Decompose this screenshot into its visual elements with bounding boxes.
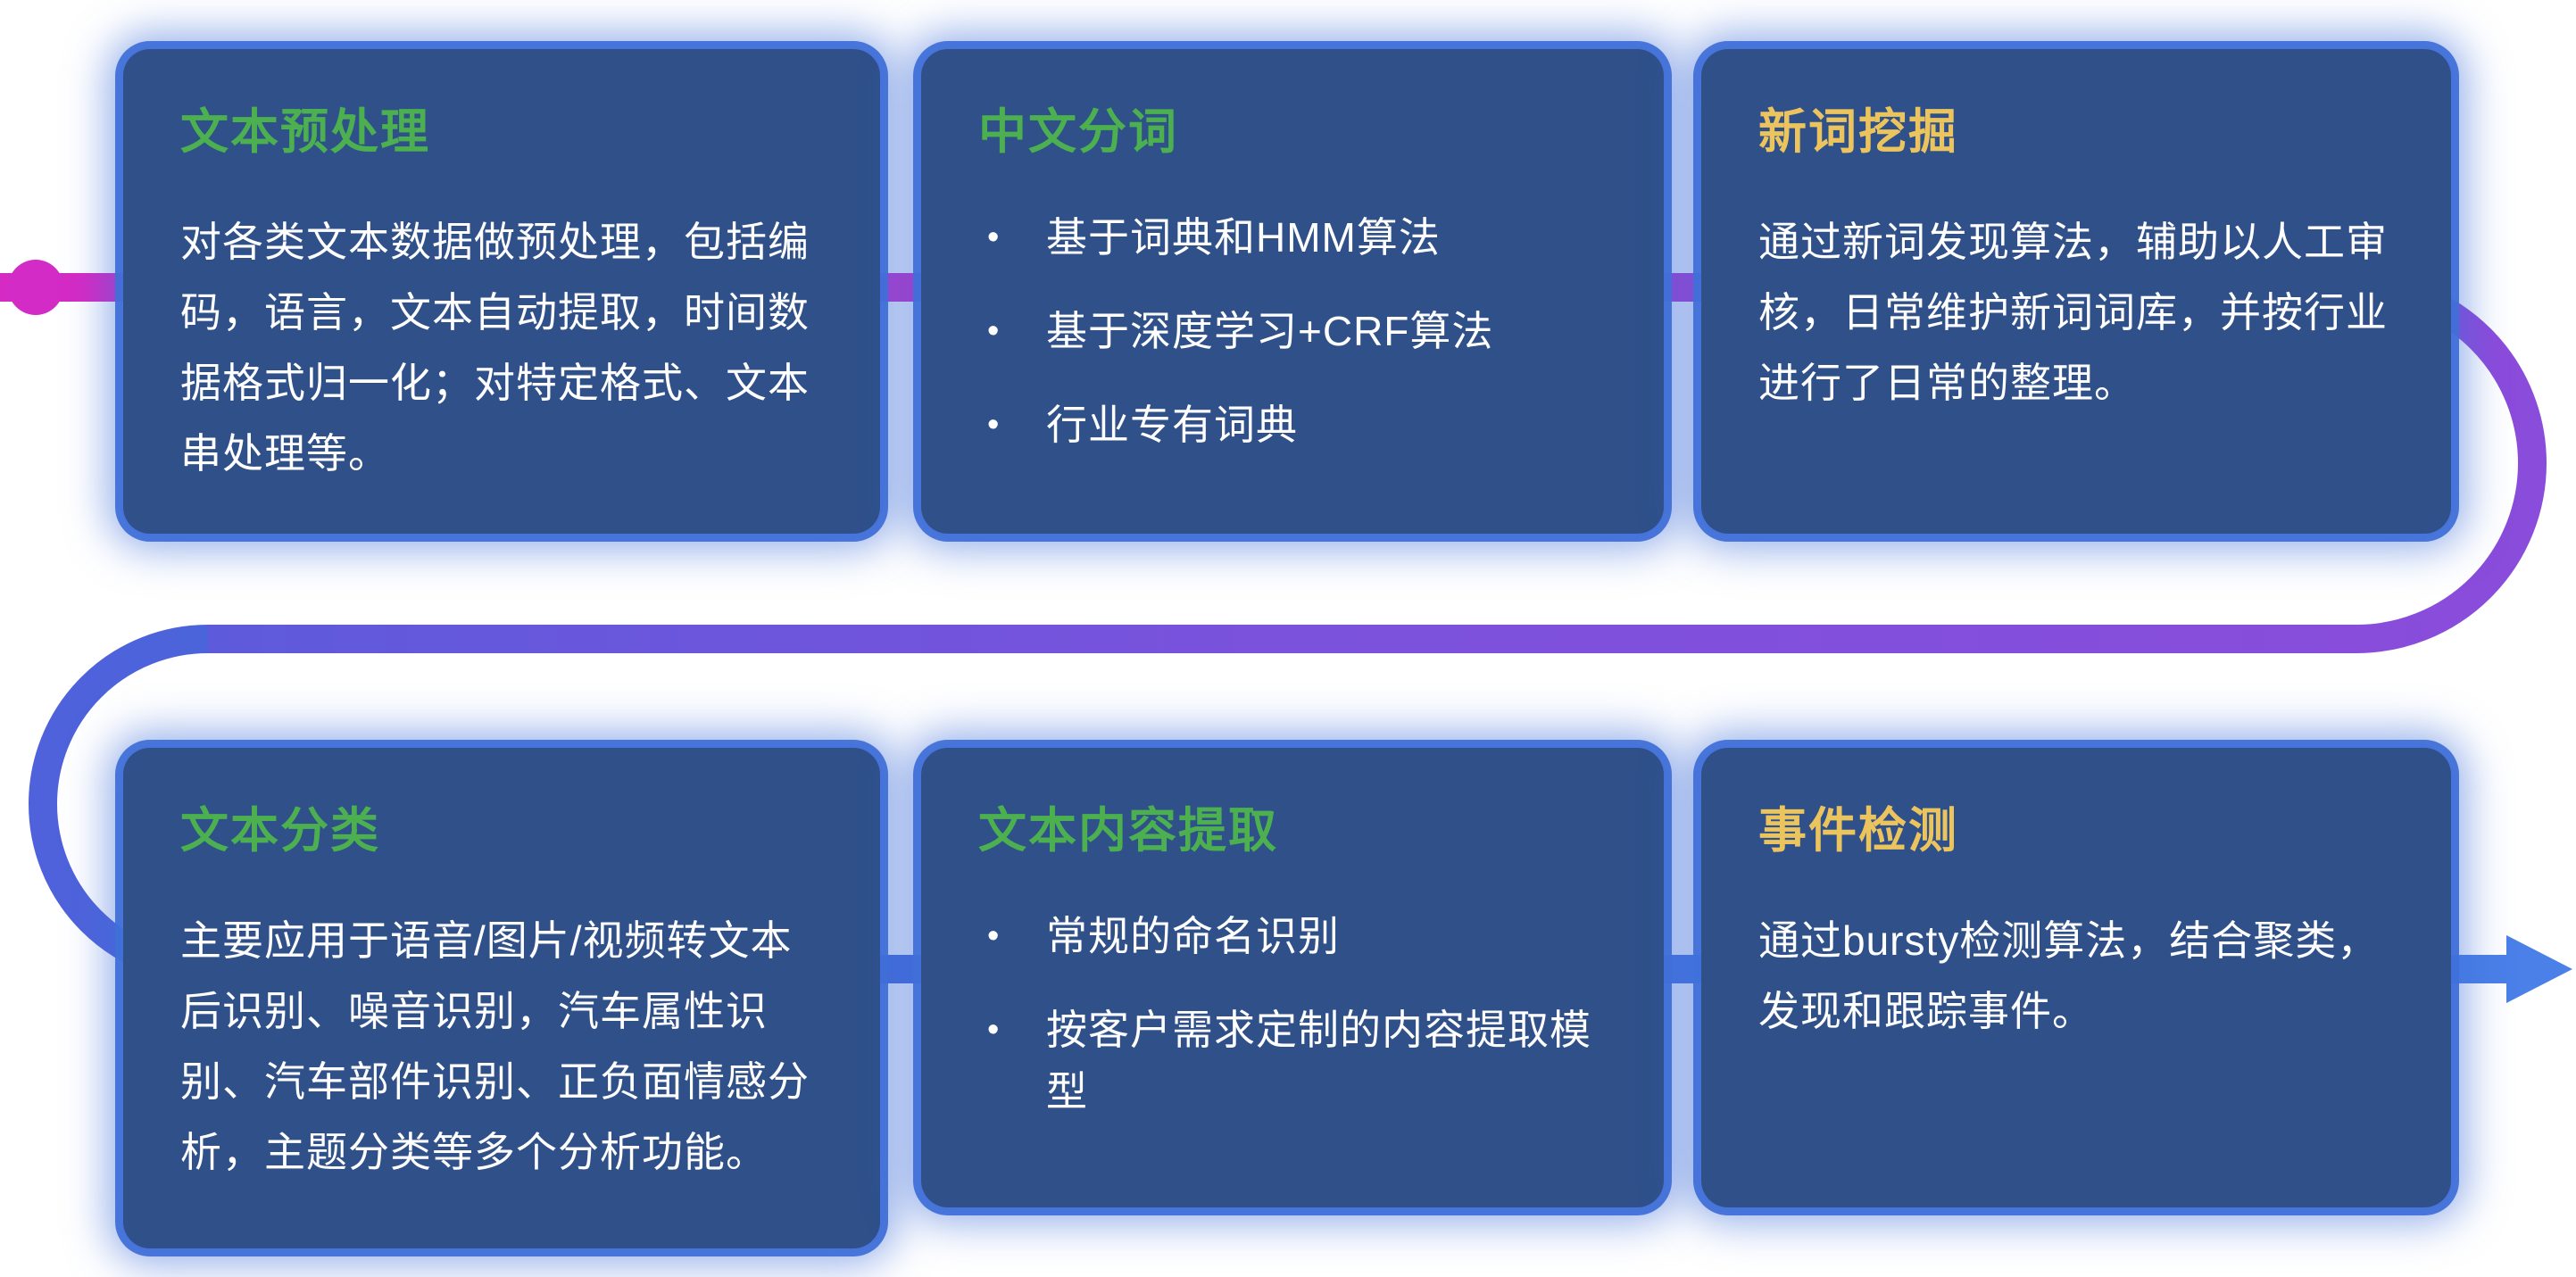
card-body: 通过bursty检测算法，结合聚类，发现和跟踪事件。 <box>1758 917 2380 1035</box>
bullet-text: 基于深度学习+CRF算法 <box>1046 308 1494 354</box>
card-text-content-extraction: 文本内容提取 • 常规的命名识别 • 按客户需求定制的内容提取模型 <box>921 748 1664 1207</box>
bullet-icon: • <box>987 406 1001 444</box>
bullet-icon: • <box>987 219 1001 256</box>
card-text-classification: 文本分类 主要应用于语音/图片/视频转文本后识别、噪音识别，汽车属性识别、汽车部… <box>123 748 880 1248</box>
bullet-icon: • <box>987 917 1001 955</box>
card-body: 通过新词发现算法，辅助以人工审核，日常维护新词词库，并按行业进行了日常的整理。 <box>1758 219 2388 407</box>
bullet-text: 按客户需求定制的内容提取模型 <box>1046 1007 1591 1115</box>
bullet-item: • 基于词典和HMM算法 <box>978 207 1607 269</box>
card-title: 文本内容提取 <box>978 804 1278 858</box>
bullet-text: 常规的命名识别 <box>1046 913 1340 959</box>
bullet-item: • 行业专有词典 <box>978 394 1607 456</box>
bullet-item: • 按客户需求定制的内容提取模型 <box>978 999 1607 1123</box>
bullet-item: • 常规的命名识别 <box>978 906 1607 967</box>
card-bullet-list: • 常规的命名识别 • 按客户需求定制的内容提取模型 <box>978 906 1607 1123</box>
card-title: 文本预处理 <box>180 105 430 159</box>
card-body: 主要应用于语音/图片/视频转文本后识别、噪音识别，汽车属性识别、汽车部件识别、正… <box>180 917 810 1176</box>
bullet-icon: • <box>987 312 1001 350</box>
card-title: 中文分词 <box>978 105 1178 159</box>
flow-start-dot <box>8 260 63 315</box>
card-body: 对各类文本数据做预处理，包括编码，语言，文本自动提取，时间数据格式归一化；对特定… <box>180 219 810 477</box>
flow-end-arrow-icon <box>2506 935 2572 1003</box>
card-event-detection: 事件检测 通过bursty检测算法，结合聚类，发现和跟踪事件。 <box>1701 748 2451 1207</box>
card-title: 新词挖掘 <box>1758 105 1958 159</box>
card-title: 文本分类 <box>180 804 380 858</box>
card-title: 事件检测 <box>1758 804 1958 858</box>
flow-segment-middle <box>208 462 2547 653</box>
bullet-icon: • <box>987 1011 1001 1049</box>
bullet-text: 行业专有词典 <box>1046 402 1298 448</box>
card-bullet-list: • 基于词典和HMM算法 • 基于深度学习+CRF算法 • 行业专有词典 <box>978 207 1607 456</box>
card-text-preprocessing: 文本预处理 对各类文本数据做预处理，包括编码，语言，文本自动提取，时间数据格式归… <box>123 49 880 534</box>
card-new-word-mining: 新词挖掘 通过新词发现算法，辅助以人工审核，日常维护新词词库，并按行业进行了日常… <box>1701 49 2451 534</box>
card-chinese-word-segmentation: 中文分词 • 基于词典和HMM算法 • 基于深度学习+CRF算法 • 行业专有词… <box>921 49 1664 534</box>
bullet-item: • 基于深度学习+CRF算法 <box>978 301 1607 362</box>
bullet-text: 基于词典和HMM算法 <box>1046 214 1441 261</box>
